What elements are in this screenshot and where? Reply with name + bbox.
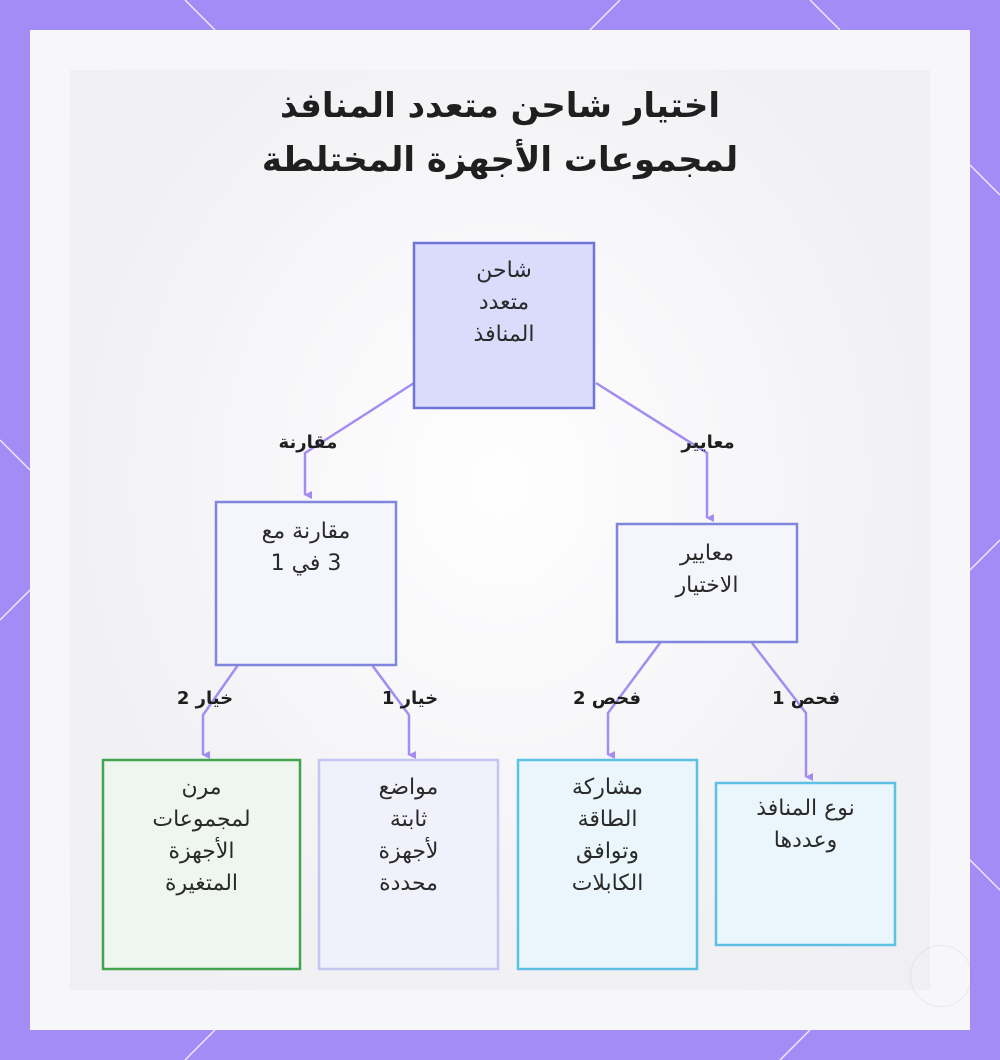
edge-criteria-to-power: [606, 642, 662, 759]
edge-label-check-1: فحص 1: [771, 688, 841, 709]
criteria-node-label: معايير الاختيار: [675, 541, 739, 598]
fixed-node-box: [317, 758, 500, 971]
power-sharing-node-box: [516, 758, 699, 971]
ports-node: نوع المنافذ وعددها: [716, 783, 895, 945]
ports-node-label: نوع المنافذ وعددها: [756, 796, 855, 853]
root-node: شاحن متعدد المنافذ: [414, 243, 594, 408]
edge-comparison-to-flexible: [201, 664, 240, 759]
comparison-node: مقارنة مع 3 في 1: [216, 502, 396, 665]
edge-label-check-2: فحص 2: [572, 688, 642, 709]
edge-label-comparison: مقارنة: [278, 432, 338, 453]
flexible-node: مرن لمجموعات الأجهزة المتغيرة: [103, 760, 300, 969]
ports-node-box: [714, 781, 897, 947]
diagram-title-line-1: اختيار شاحن متعدد المنافذ: [279, 86, 721, 126]
diagram-title-line-2: لمجموعات الأجهزة المختلطة: [261, 140, 739, 180]
edge-root-to-comparison: [303, 381, 415, 499]
watermark-logo-icon: [910, 945, 972, 1007]
criteria-node-box: [615, 522, 799, 644]
comparison-node-label: مقارنة مع 3 في 1: [261, 519, 351, 576]
criteria-node: معايير الاختيار: [617, 524, 797, 642]
fixed-node-label: مواضع ثابتة لأجهزة محددة: [378, 775, 439, 896]
edge-criteria-to-ports: [751, 642, 813, 781]
flexible-node-box: [101, 758, 302, 971]
fixed-node: مواضع ثابتة لأجهزة محددة: [319, 760, 498, 969]
edge-label-option-2: خيار 2: [176, 688, 234, 709]
edge-comparison-to-fixed: [370, 664, 416, 759]
edge-root-to-criteria: [595, 381, 714, 522]
root-node-label: شاحن متعدد المنافذ: [473, 258, 535, 347]
comparison-node-box: [214, 500, 398, 667]
root-node-box: [412, 241, 596, 410]
edge-label-criteria: معايير: [681, 432, 735, 453]
flexible-node-label: مرن لمجموعات الأجهزة المتغيرة: [152, 775, 251, 896]
power-sharing-node: مشاركة الطاقة وتوافق الكابلات: [518, 760, 697, 969]
edge-label-option-1: خيار 1: [381, 688, 439, 709]
power-sharing-node-label: مشاركة الطاقة وتوافق الكابلات: [571, 775, 644, 896]
